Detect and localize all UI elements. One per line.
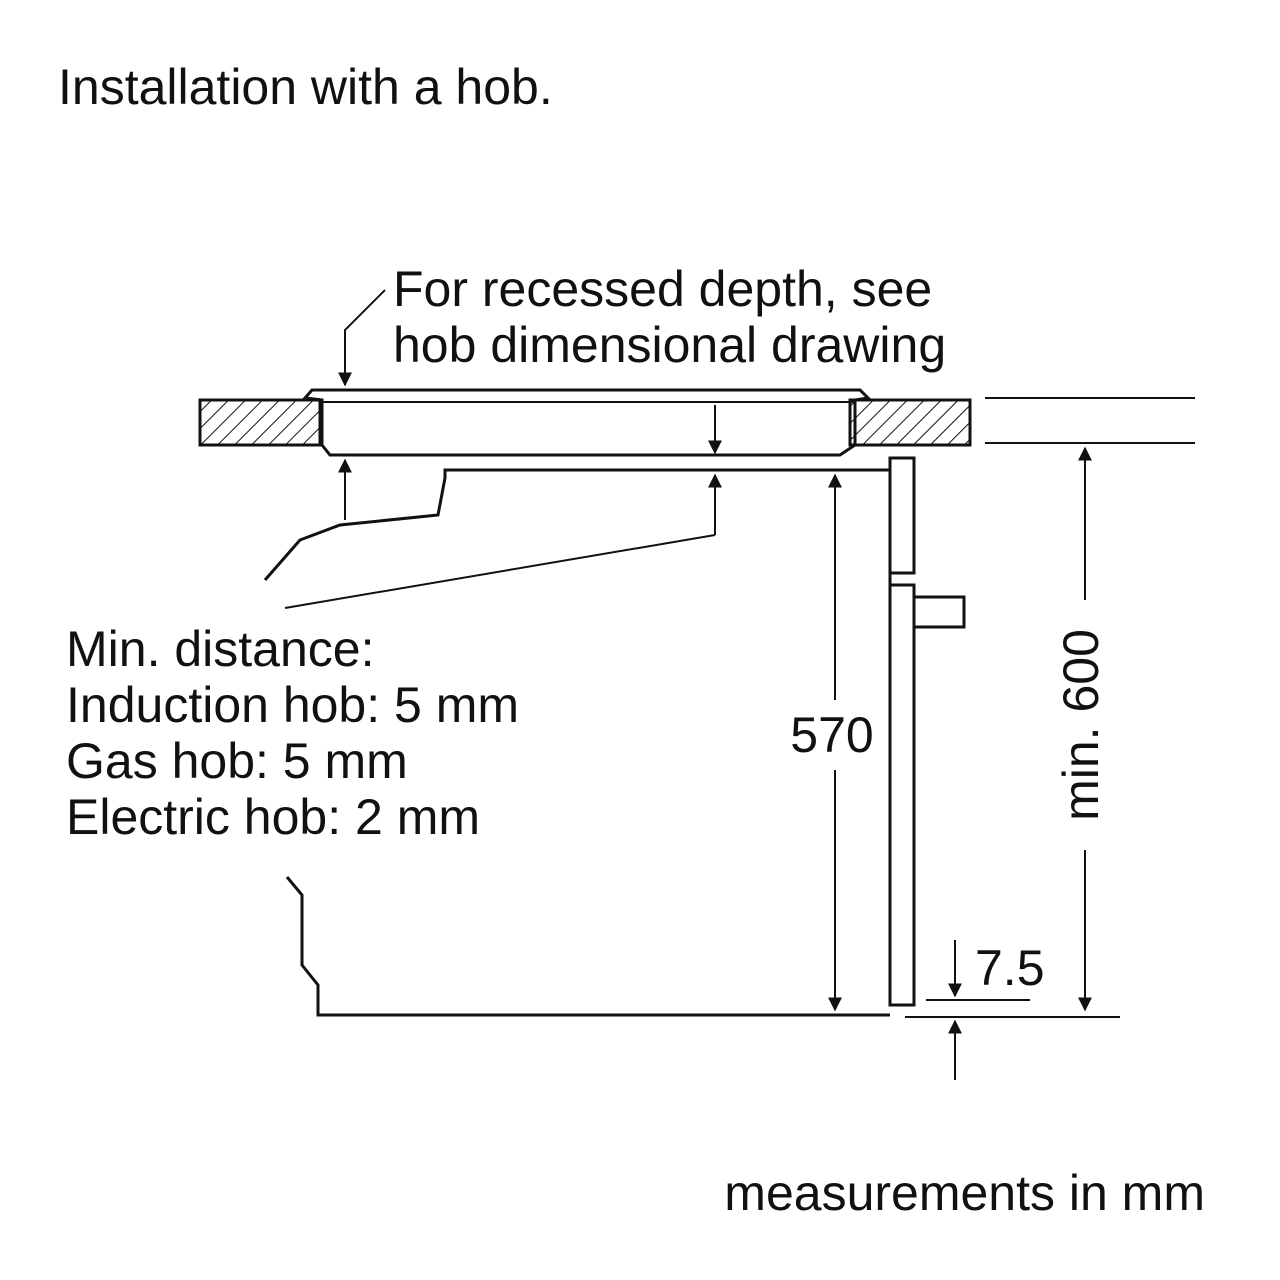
adjacent-worktop [985, 397, 1195, 444]
recessed-callout-line1: For recessed depth, see [393, 261, 932, 317]
dimension-7-5-label: 7.5 [975, 940, 1045, 996]
worktop [198, 398, 972, 447]
dimension-offset: 7.5 [905, 940, 1120, 1080]
diagram-title: Installation with a hob. [58, 59, 553, 115]
dimension-600-label: min. 600 [1053, 629, 1109, 821]
min-distance-induction: Induction hob: 5 mm [66, 677, 519, 733]
measurements-note: measurements in mm [724, 1165, 1205, 1221]
min-distance-gas: Gas hob: 5 mm [66, 733, 408, 789]
recessed-callout-line2: hob dimensional drawing [393, 317, 946, 373]
min-distance-electric: Electric hob: 2 mm [66, 789, 480, 845]
recessed-depth-callout: For recessed depth, see hob dimensional … [338, 261, 946, 387]
dimension-niche-height: min. 600 [1053, 446, 1109, 1012]
dimension-oven-height: 570 [790, 473, 874, 1012]
min-distance-block: Min. distance: Induction hob: 5 mm Gas h… [66, 621, 519, 845]
oven [263, 456, 966, 1017]
min-distance-arrows [284, 405, 722, 609]
min-distance-heading: Min. distance: [66, 621, 374, 677]
hob [301, 388, 872, 457]
dimension-570-label: 570 [790, 707, 873, 763]
